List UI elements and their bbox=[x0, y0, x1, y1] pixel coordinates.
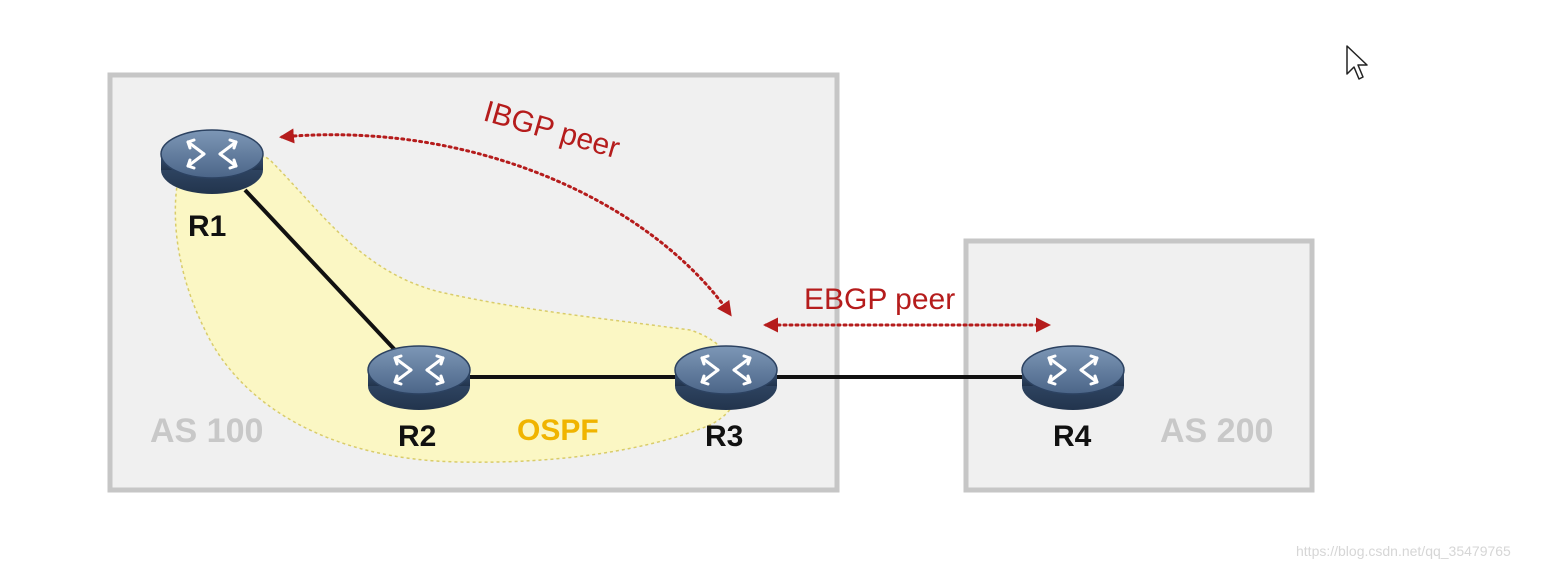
ebgp-peer-label: EBGP peer bbox=[804, 283, 955, 316]
router-r2: R2 bbox=[366, 344, 472, 453]
router-r2-label: R2 bbox=[398, 420, 436, 453]
as-200-box: AS 200 bbox=[963, 238, 1315, 493]
router-icon bbox=[366, 344, 472, 412]
router-r4-label: R4 bbox=[1053, 420, 1092, 453]
router-icon bbox=[673, 344, 779, 412]
ospf-label: OSPF bbox=[517, 414, 599, 447]
mouse-cursor-icon bbox=[1346, 45, 1368, 80]
router-r3: R3 bbox=[673, 344, 779, 453]
watermark: https://blog.csdn.net/qq_35479765 bbox=[1296, 543, 1511, 559]
router-r1: R1 bbox=[159, 128, 265, 243]
router-r3-label: R3 bbox=[705, 420, 743, 453]
router-r4: R4 bbox=[1020, 344, 1126, 453]
ibgp-peer-arrow bbox=[279, 128, 732, 317]
router-icon bbox=[159, 128, 265, 196]
router-icon bbox=[1020, 344, 1126, 412]
router-r1-label: R1 bbox=[188, 210, 226, 243]
as-200-label: AS 200 bbox=[1160, 412, 1273, 450]
as-100-label: AS 100 bbox=[150, 412, 263, 450]
